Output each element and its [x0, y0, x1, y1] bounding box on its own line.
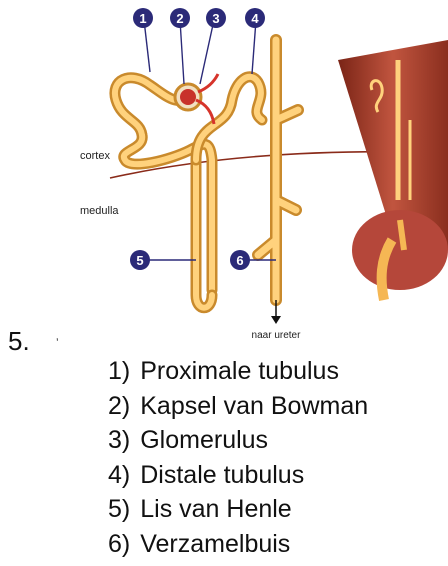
- svg-text:3: 3: [212, 11, 219, 26]
- answer-text: Glomerulus: [140, 426, 268, 454]
- answer-num: 1): [108, 357, 130, 385]
- answer-text: Kapsel van Bowman: [140, 392, 368, 420]
- question-mark: ʼ: [56, 336, 59, 350]
- answer-text: Distale tubulus: [140, 461, 304, 489]
- answer-num: 5): [108, 495, 130, 523]
- kidney-section: [338, 40, 448, 300]
- svg-text:2: 2: [176, 11, 183, 26]
- svg-text:4: 4: [251, 11, 259, 26]
- medulla-label: medulla: [80, 205, 119, 217]
- glomerulus: [180, 89, 196, 105]
- svg-text:1: 1: [139, 11, 146, 26]
- marker-3: 3: [206, 8, 226, 28]
- cortex-label: cortex: [80, 150, 110, 162]
- answer-item-1: 1) Proximale tubulus: [108, 354, 368, 389]
- nephron-diagram: 1 2 3 4 5 6 cortex medulla naar ureter: [0, 0, 448, 340]
- answer-item-5: 5) Lis van Henle: [108, 492, 368, 527]
- answer-text: Proximale tubulus: [140, 357, 339, 385]
- answer-text: Verzamelbuis: [140, 530, 290, 558]
- collecting-duct: [258, 40, 298, 300]
- marker-4: 4: [245, 8, 265, 28]
- svg-text:6: 6: [236, 253, 243, 268]
- marker-2: 2: [170, 8, 190, 28]
- answer-item-3: 3) Glomerulus: [108, 423, 368, 458]
- answer-num: 6): [108, 530, 130, 558]
- marker-5: 5: [130, 250, 150, 270]
- answer-text: Lis van Henle: [140, 495, 291, 523]
- answer-num: 2): [108, 392, 130, 420]
- answer-item-6: 6) Verzamelbuis: [108, 527, 368, 562]
- marker-6: 6: [230, 250, 250, 270]
- answer-list: 1)Proximale tubulus 2)Kapsel van Bowman …: [108, 354, 368, 561]
- answer-item-4: 4) Distale tubulus: [108, 458, 368, 493]
- ureter-label: naar ureter: [252, 330, 302, 340]
- svg-text:5: 5: [136, 253, 143, 268]
- answer-item-2: 2) Kapsel van Bowman: [108, 389, 368, 424]
- marker-1: 1: [133, 8, 153, 28]
- question-number: 5.: [8, 326, 30, 357]
- answer-num: 4): [108, 461, 130, 489]
- answer-num: 3): [108, 426, 130, 454]
- ureter-arrow-head: [271, 316, 281, 324]
